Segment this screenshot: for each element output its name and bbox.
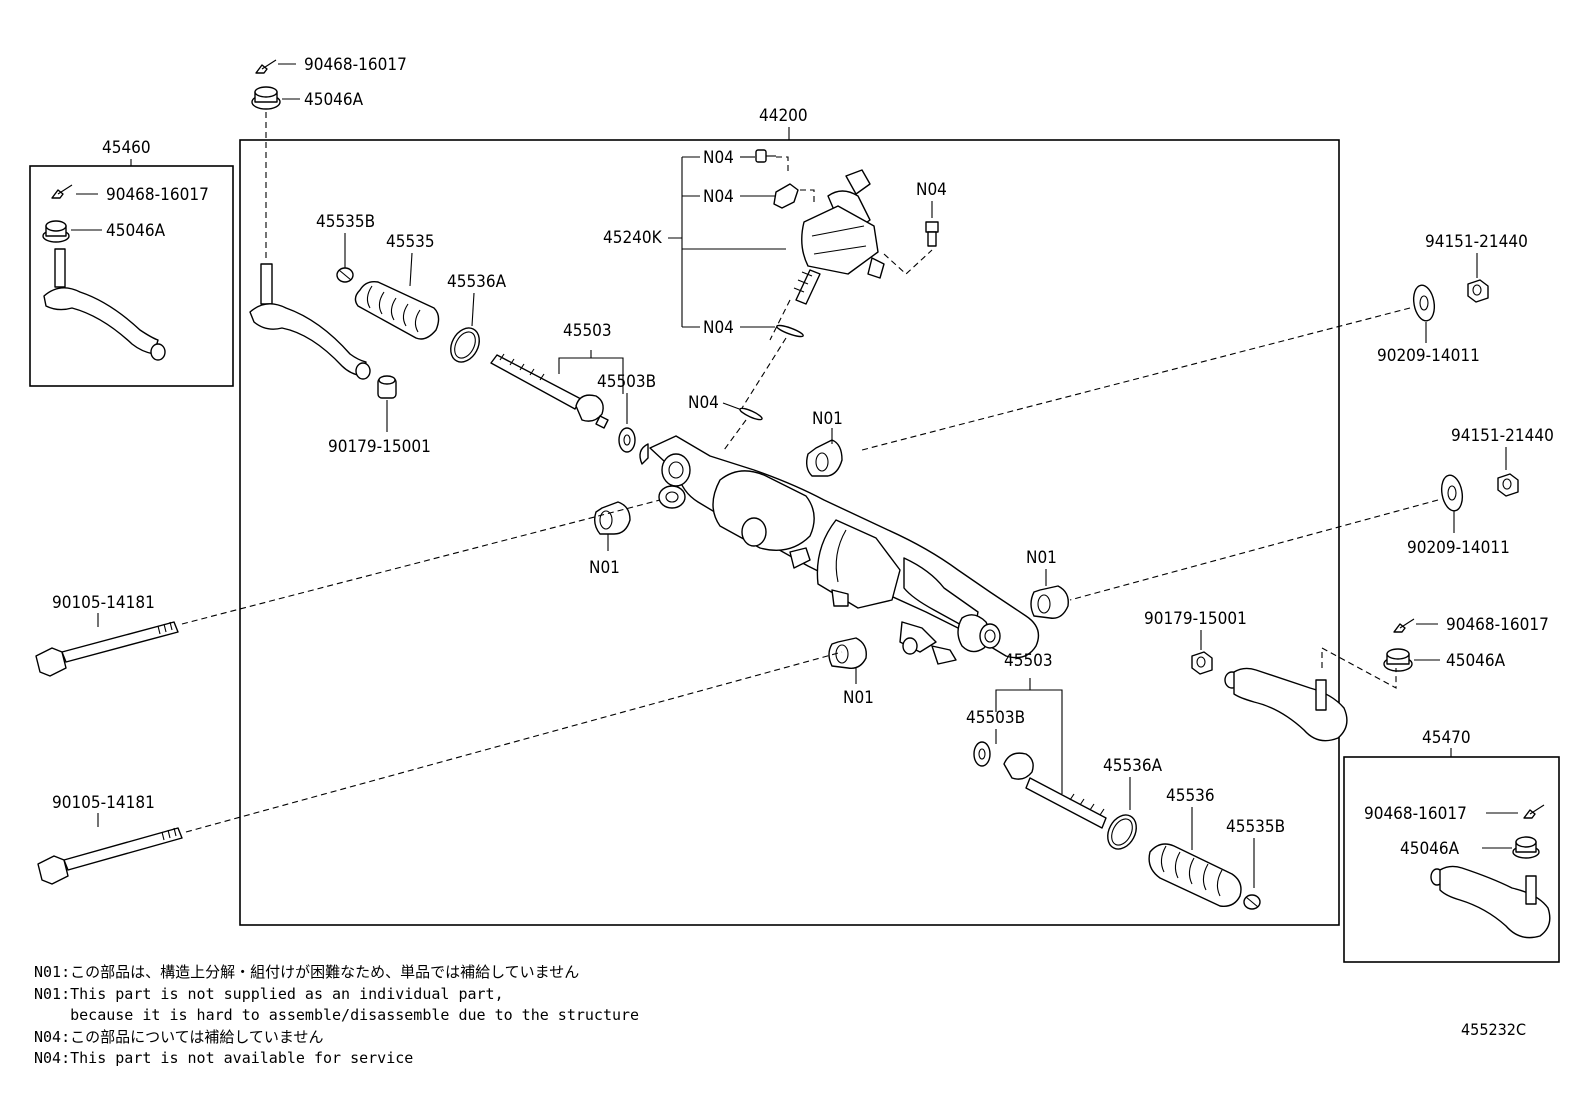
footnote-n04-en: N04:This part is not available for servi…: [34, 1049, 414, 1067]
footnotes: N01:この部品は、構造上分解・組付けが困難なため、単品では補給していません N…: [34, 962, 794, 1070]
label-45460: 45460: [102, 138, 151, 158]
label-n04-5: N04: [688, 393, 719, 413]
label-n01-top: N01: [812, 409, 843, 429]
label-90468-16017-right: 90468-16017: [1446, 615, 1549, 635]
inner-tie-rod-left-icon: [490, 353, 609, 429]
label-90468-16017-lh: 90468-16017: [106, 185, 209, 205]
footnote-n01-ja: N01:この部品は、構造上分解・組付けが困難なため、単品では補給していません: [34, 963, 580, 981]
nut-icon: [377, 375, 397, 399]
label-90105-14181-bottom: 90105-14181: [52, 793, 155, 813]
label-45503b-right: 45503B: [966, 708, 1025, 728]
tie-rod-end-right-icon: [1224, 667, 1348, 742]
cotter-pin-icon: [51, 184, 73, 199]
label-45503-left: 45503: [563, 321, 612, 341]
inner-tie-rod-right-icon: [1003, 752, 1107, 829]
footnote-n01-en-1: N01:This part is not supplied as an indi…: [34, 984, 504, 1003]
label-90468-16017-rh: 90468-16017: [1364, 804, 1467, 824]
long-bolt-bottom-icon: [37, 827, 183, 885]
label-45503b-left: 45503B: [597, 372, 656, 392]
label-45536a-right: 45536A: [1103, 756, 1163, 776]
washer-icon: [1440, 474, 1464, 512]
label-90209-14011-bottom: 90209-14011: [1407, 538, 1510, 558]
washer-icon: [1412, 284, 1436, 322]
label-45536: 45536: [1166, 786, 1215, 806]
label-94151-21440-bottom: 94151-21440: [1451, 426, 1554, 446]
n01-bushing-left-icon: [593, 501, 631, 535]
label-45240k: 45240K: [603, 228, 663, 248]
pinion-valve-icon: [793, 169, 885, 305]
castle-nut-icon: [42, 220, 70, 243]
boot-band-icon: [450, 327, 480, 363]
label-90179-15001-right: 90179-15001: [1144, 609, 1247, 629]
bracket-icon: [773, 183, 799, 209]
tie-rod-end-rh-icon: [1430, 865, 1551, 939]
steering-gear-housing-icon: [639, 435, 1040, 665]
label-94151-21440-top: 94151-21440: [1425, 232, 1528, 252]
label-45470: 45470: [1422, 728, 1471, 748]
label-45046a-top: 45046A: [304, 90, 364, 110]
footnote-n01-en-2: because it is hard to assemble/disassemb…: [34, 1006, 640, 1024]
label-44200: 44200: [759, 106, 808, 126]
label-45535: 45535: [386, 232, 435, 252]
o-ring-icon: [739, 407, 763, 421]
boot-clip-icon: [336, 267, 354, 283]
n01-bushing-right-icon: [1030, 585, 1069, 619]
small-screw-icon: [755, 149, 776, 163]
o-ring-icon: [776, 324, 804, 338]
n01-bushing-bottom-icon: [828, 637, 867, 669]
label-45536a-left: 45536A: [447, 272, 507, 292]
lock-washer-icon: [973, 741, 991, 767]
label-n01-bottom: N01: [843, 688, 874, 708]
label-90468-16017-top: 90468-16017: [304, 55, 407, 75]
nut-icon: [1497, 473, 1519, 497]
screw-icon: [925, 221, 939, 247]
nut-icon: [1191, 651, 1213, 675]
long-bolt-top-icon: [35, 621, 179, 677]
castle-nut-icon: [1383, 648, 1413, 672]
label-45535b-left: 45535B: [316, 212, 375, 232]
boot-clip-icon: [1243, 894, 1261, 910]
label-45503-right: 45503: [1004, 651, 1053, 671]
label-45046a-rh: 45046A: [1400, 839, 1460, 859]
label-45535b-right: 45535B: [1226, 817, 1285, 837]
tie-rod-end-lh-icon: [43, 248, 166, 361]
rack-boot-right-icon: [1148, 843, 1242, 907]
label-n04-2: N04: [703, 187, 734, 207]
label-45046a-right: 45046A: [1446, 651, 1506, 671]
label-90209-14011-top: 90209-14011: [1377, 346, 1480, 366]
label-n04-1: N04: [703, 148, 734, 168]
cotter-pin-icon: [1393, 618, 1415, 633]
label-90179-15001-left: 90179-15001: [328, 437, 431, 457]
rack-boot-left-icon: [354, 280, 440, 340]
castle-nut-icon: [251, 86, 281, 110]
tie-rod-end-left-icon: [249, 263, 371, 380]
nut-icon: [1467, 279, 1489, 303]
cotter-pin-icon: [255, 59, 277, 74]
label-45046a-lh: 45046A: [106, 221, 166, 241]
cotter-pin-icon: [1523, 804, 1545, 819]
label-n01-left: N01: [589, 558, 620, 578]
label-n04-3: N04: [703, 318, 734, 338]
n01-bushing-top-icon: [805, 439, 843, 477]
diagram-code: 455232C: [1461, 1020, 1526, 1039]
castle-nut-icon: [1512, 836, 1540, 859]
footnote-n04-ja: N04:この部品については補給していません: [34, 1027, 324, 1046]
label-90105-14181-top: 90105-14181: [52, 593, 155, 613]
lock-washer-icon: [618, 427, 636, 453]
boot-band-icon: [1107, 814, 1137, 850]
label-n04-4: N04: [916, 180, 947, 200]
label-n01-right: N01: [1026, 548, 1057, 568]
